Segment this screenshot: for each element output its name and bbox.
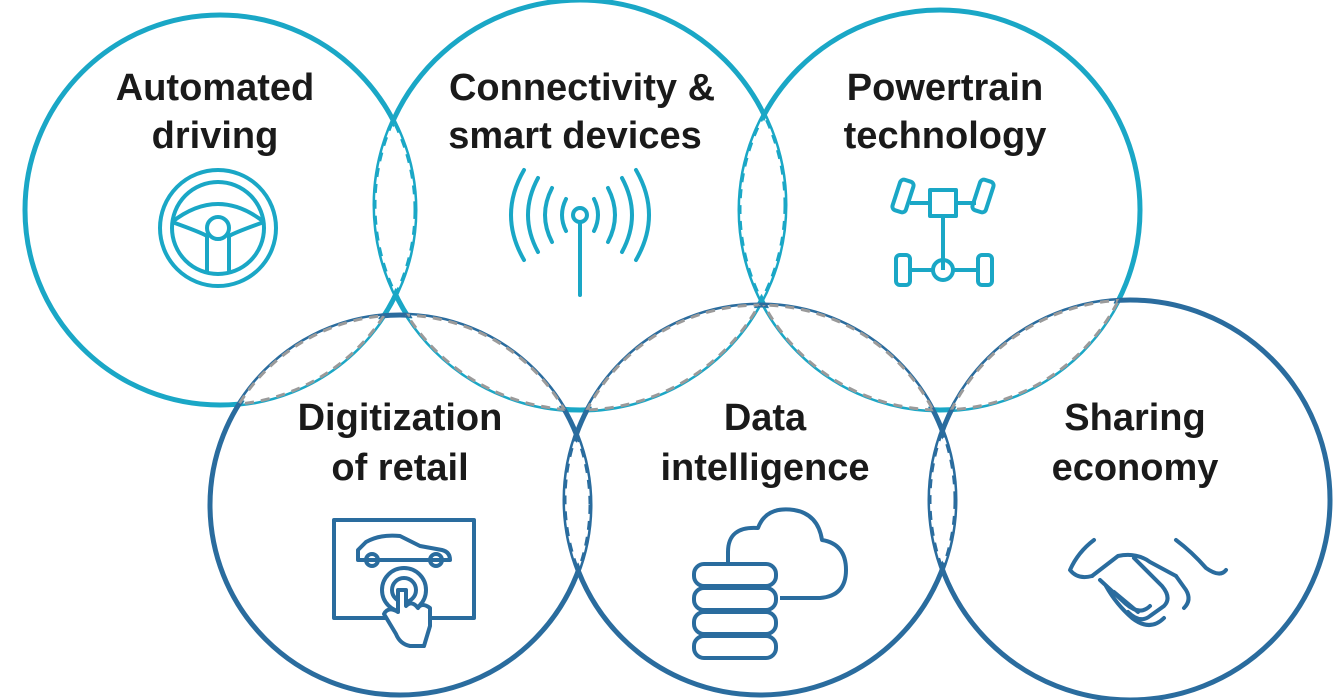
label-line-2: economy [1052, 447, 1219, 489]
label-powertrain: Powertrain technology [844, 67, 1047, 157]
label-line-2: of retail [331, 447, 468, 489]
label-line-1: Connectivity & [449, 67, 715, 109]
label-line-1: Sharing [1064, 397, 1205, 439]
label-digitization-retail: Digitization of retail [298, 397, 503, 489]
drivetrain-icon [890, 177, 996, 287]
label-automated-driving: Automated driving [116, 67, 314, 157]
label-line-2: intelligence [660, 447, 869, 489]
label-line-1: Digitization [298, 397, 503, 439]
antenna-signal-icon [509, 168, 651, 297]
label-line-2: technology [844, 115, 1047, 157]
label-line-1: Automated [116, 67, 314, 109]
label-line-2: smart devices [448, 115, 702, 157]
touchscreen-car-icon [332, 518, 476, 648]
label-line-1: Data [724, 397, 807, 439]
cloud-database-icon [692, 507, 848, 660]
label-line-2: driving [152, 115, 279, 157]
label-line-1: Powertrain [847, 67, 1043, 109]
label-sharing-economy: Sharing economy [1052, 397, 1219, 489]
label-connectivity: Connectivity & smart devices [448, 67, 715, 157]
handshake-icon [1068, 538, 1228, 627]
steering-wheel-icon [158, 168, 278, 288]
label-data-intelligence: Data intelligence [660, 397, 869, 489]
